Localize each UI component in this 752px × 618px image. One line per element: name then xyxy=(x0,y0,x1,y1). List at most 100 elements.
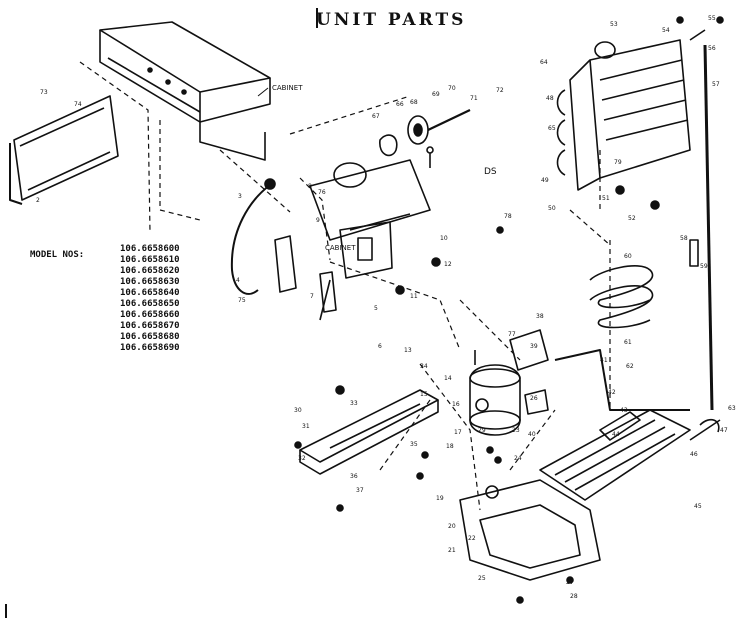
control-box xyxy=(274,221,393,293)
model-label: MODEL NOS: xyxy=(30,250,85,260)
part-number-callout: 50 xyxy=(548,205,556,212)
part-number-callout: 35 xyxy=(410,441,418,448)
part-number-callout: 24 xyxy=(514,455,522,462)
part-number-callout: 57 xyxy=(712,81,720,88)
cabinet-label-top: CABINET xyxy=(272,84,303,92)
guide-lines xyxy=(79,61,611,511)
part-number-callout: 15 xyxy=(420,391,428,398)
cabinet-label-mid: CABINET xyxy=(325,244,356,252)
part-number-callout: 39 xyxy=(530,343,538,350)
part-number-callout: 48 xyxy=(546,95,554,102)
part-number-callout: 47 xyxy=(720,427,728,434)
ds-label: DS xyxy=(484,167,497,177)
model-number: 106.6658670 xyxy=(120,321,180,331)
part-number-callout: 28 xyxy=(570,593,578,600)
part-number-callout: 41 xyxy=(600,357,608,364)
part-number-callout: 78 xyxy=(504,213,512,220)
part-number-callout: 16 xyxy=(452,401,460,408)
model-number: 106.6658680 xyxy=(120,332,180,342)
part-number-callout: 73 xyxy=(40,89,48,96)
model-number: 106.6658650 xyxy=(120,299,180,309)
part-number-callout: 34 xyxy=(420,363,428,370)
diagram-title: UNIT PARTS xyxy=(316,10,467,30)
part-number-callout: 19 xyxy=(436,495,444,502)
part-number-callout: 20 xyxy=(448,523,456,530)
model-number: 106.6658630 xyxy=(120,277,180,287)
model-number: 106.6658610 xyxy=(120,255,180,265)
part-number-callout: 42 xyxy=(608,389,616,396)
part-number-callout: 58 xyxy=(680,235,688,242)
fan-motor-assembly xyxy=(379,109,471,168)
evaporator-unit xyxy=(556,29,714,411)
part-number-callout: 61 xyxy=(624,339,632,346)
part-number-callout: 26 xyxy=(530,395,538,402)
part-number-callout: 71 xyxy=(470,95,478,102)
part-number-callout: 38 xyxy=(536,313,544,320)
part-number-callout: 74 xyxy=(74,101,82,108)
part-number-callout: 9 xyxy=(316,217,320,224)
part-number-callout: 69 xyxy=(432,91,440,98)
part-number-callout: 2 xyxy=(36,197,40,204)
model-number: 106.6658620 xyxy=(120,266,180,276)
part-number-callout: 31 xyxy=(302,423,310,430)
power-cord xyxy=(230,178,337,321)
part-number-callout: 63 xyxy=(728,405,736,412)
part-number-callout: 11 xyxy=(410,293,418,300)
part-number-callout: 23 xyxy=(512,427,520,434)
compressor xyxy=(469,350,521,436)
part-number-callout: 51 xyxy=(602,195,610,202)
part-number-callout: 13 xyxy=(404,347,412,354)
part-number-callout: 64 xyxy=(540,59,548,66)
part-number-callout: 3 xyxy=(238,193,242,200)
part-number-callout: 60 xyxy=(624,253,632,260)
model-number: 106.6658690 xyxy=(120,343,180,353)
base-rail xyxy=(299,389,439,475)
part-number-callout: 68 xyxy=(410,99,418,106)
part-number-callout: 30 xyxy=(294,407,302,414)
fan-shroud xyxy=(309,159,431,241)
part-number-callout: 45 xyxy=(694,503,702,510)
part-number-callout: 18 xyxy=(446,443,454,450)
part-number-callout: 8 xyxy=(308,183,312,190)
part-number-callout: 44 xyxy=(612,431,620,438)
part-number-callout: 77 xyxy=(508,331,516,338)
part-number-callout: 4 xyxy=(236,277,240,284)
model-number: 106.6658640 xyxy=(120,288,180,298)
relay-assembly xyxy=(509,329,549,415)
part-number-callout: 5 xyxy=(374,305,378,312)
part-number-callout: 54 xyxy=(662,27,670,34)
part-number-callout: 43 xyxy=(620,407,628,414)
part-number-callout: 10 xyxy=(440,235,448,242)
part-number-callout: 56 xyxy=(708,45,716,52)
model-list: 106.6658600 106.6658610 106.6658620 106.… xyxy=(120,244,180,354)
part-number-callout: 66 xyxy=(396,101,404,108)
part-number-callout: 55 xyxy=(708,15,716,22)
part-number-callout: 6 xyxy=(378,343,382,350)
part-number-callout: 33 xyxy=(350,400,358,407)
part-number-callout: 25 xyxy=(478,575,486,582)
part-number-callout: 65 xyxy=(548,125,556,132)
part-number-callout: 67 xyxy=(372,113,380,120)
cabinet-tray xyxy=(99,21,271,161)
title-bar xyxy=(316,8,318,28)
part-number-callout: 53 xyxy=(610,21,618,28)
part-number-callout: 21 xyxy=(448,547,456,554)
part-number-callout: 12 xyxy=(444,261,452,268)
part-number-callout: 52 xyxy=(628,215,636,222)
part-number-callout: 32 xyxy=(298,455,306,462)
heater-grille xyxy=(539,409,691,501)
part-number-callout: 49 xyxy=(541,177,549,184)
model-number: 106.6658600 xyxy=(120,244,180,254)
part-number-callout: 27 xyxy=(566,579,574,586)
part-number-callout: 22 xyxy=(468,535,476,542)
part-number-callout: 36 xyxy=(350,473,358,480)
part-number-callout: 37 xyxy=(356,487,364,494)
tubing xyxy=(459,418,721,581)
part-number-callout: 29 xyxy=(478,427,486,434)
part-number-callout: 46 xyxy=(690,451,698,458)
part-number-callout: 59 xyxy=(700,263,708,270)
part-number-callout: 76 xyxy=(318,189,326,196)
condenser-coil xyxy=(554,265,690,411)
